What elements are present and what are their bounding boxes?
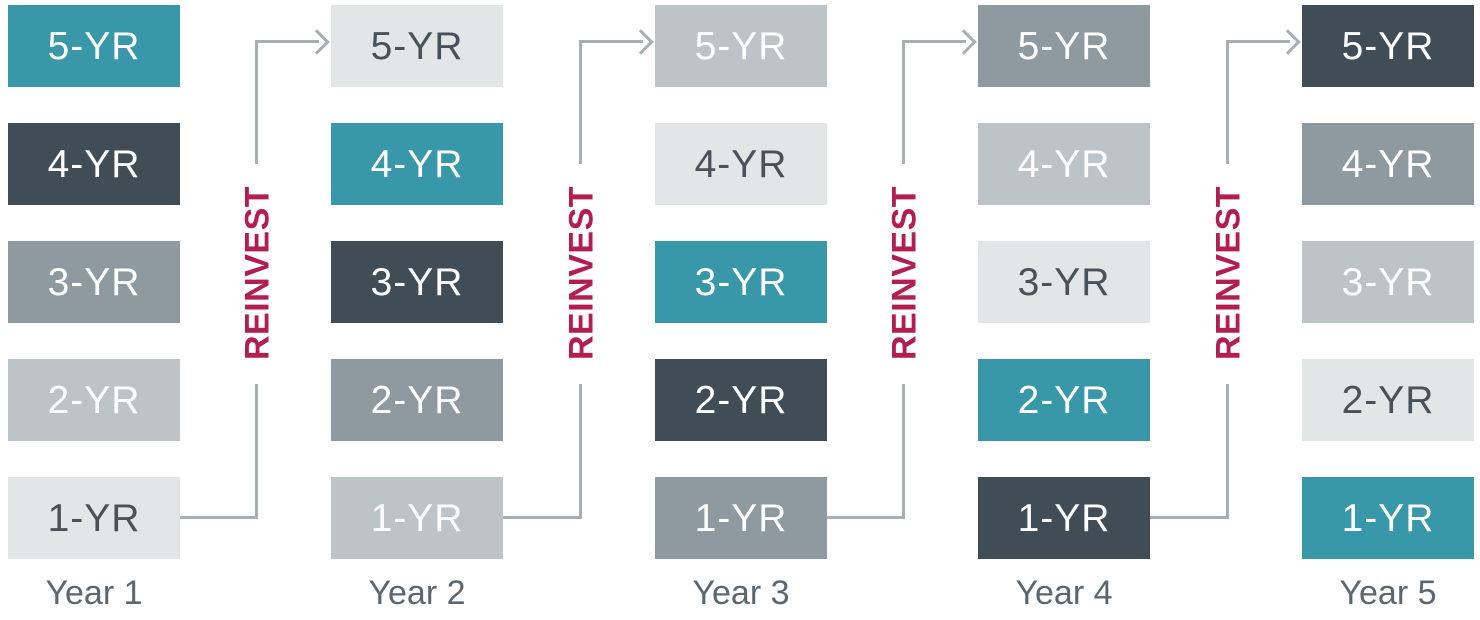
year-axis-label: Year 4 — [1015, 574, 1113, 612]
bond-box-4yr: 4-YR — [331, 123, 503, 205]
arrowhead-icon — [304, 29, 330, 55]
connector-line — [579, 40, 582, 164]
bond-box-1yr: 1-YR — [8, 477, 180, 559]
reinvest-label: REINVEST — [238, 185, 277, 361]
column-year-5: 5-YR 4-YR 3-YR 2-YR 1-YR Year 5 — [1302, 0, 1474, 620]
bond-box-5yr: 5-YR — [978, 5, 1150, 87]
connector-line — [255, 40, 258, 164]
column-year-2: 5-YR 4-YR 3-YR 2-YR 1-YR Year 2 — [331, 0, 503, 620]
bond-box-3yr: 3-YR — [978, 241, 1150, 323]
year-axis-label: Year 2 — [368, 574, 466, 612]
bond-box-2yr: 2-YR — [1302, 359, 1474, 441]
bond-box-2yr: 2-YR — [331, 359, 503, 441]
bond-box-4yr: 4-YR — [1302, 123, 1474, 205]
bond-box-3yr: 3-YR — [8, 241, 180, 323]
connector-line — [1226, 40, 1290, 43]
connector-line — [503, 516, 582, 519]
bond-box-3yr: 3-YR — [655, 241, 827, 323]
arrowhead-icon — [628, 29, 654, 55]
bond-box-2yr: 2-YR — [655, 359, 827, 441]
connector-line — [255, 384, 258, 519]
connector-line — [579, 384, 582, 519]
connector-line — [827, 516, 905, 519]
connector-line — [1226, 384, 1229, 519]
connector-line — [1226, 40, 1229, 164]
bond-box-1yr: 1-YR — [655, 477, 827, 559]
bond-box-4yr: 4-YR — [655, 123, 827, 205]
column-year-4: 5-YR 4-YR 3-YR 2-YR 1-YR Year 4 — [978, 0, 1150, 620]
bond-box-4yr: 4-YR — [8, 123, 180, 205]
bond-box-3yr: 3-YR — [1302, 241, 1474, 323]
reinvest-label: REINVEST — [562, 185, 601, 361]
bond-box-5yr: 5-YR — [655, 5, 827, 87]
bond-box-4yr: 4-YR — [978, 123, 1150, 205]
bond-box-1yr: 1-YR — [978, 477, 1150, 559]
bond-box-2yr: 2-YR — [978, 359, 1150, 441]
bond-box-5yr: 5-YR — [331, 5, 503, 87]
connector-line — [1150, 516, 1229, 519]
arrowhead-icon — [951, 29, 977, 55]
bond-box-5yr: 5-YR — [1302, 5, 1474, 87]
year-axis-label: Year 3 — [692, 574, 790, 612]
year-axis-label: Year 5 — [1339, 574, 1437, 612]
connector-line — [902, 384, 905, 519]
reinvest-label: REINVEST — [1209, 185, 1248, 361]
bond-box-1yr: 1-YR — [1302, 477, 1474, 559]
connector-line — [579, 40, 643, 43]
bond-box-5yr: 5-YR — [8, 5, 180, 87]
bond-box-1yr: 1-YR — [331, 477, 503, 559]
reinvest-label: REINVEST — [885, 185, 924, 361]
column-year-3: 5-YR 4-YR 3-YR 2-YR 1-YR Year 3 — [655, 0, 827, 620]
connector-line — [902, 40, 966, 43]
arrowhead-icon — [1275, 29, 1301, 55]
bond-box-3yr: 3-YR — [331, 241, 503, 323]
connector-line — [902, 40, 905, 164]
connector-line — [255, 40, 319, 43]
bond-box-2yr: 2-YR — [8, 359, 180, 441]
column-year-1: 5-YR 4-YR 3-YR 2-YR 1-YR Year 1 — [8, 0, 180, 620]
connector-line — [180, 516, 258, 519]
year-axis-label: Year 1 — [45, 574, 143, 612]
